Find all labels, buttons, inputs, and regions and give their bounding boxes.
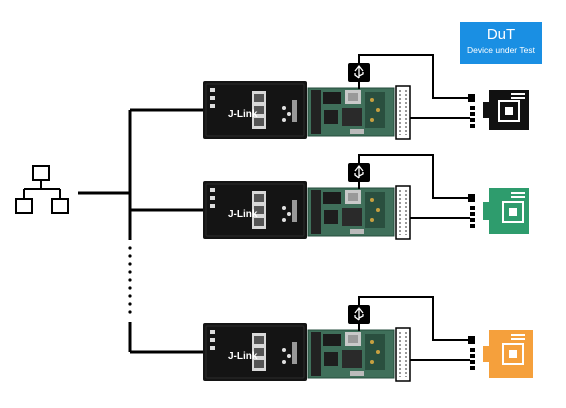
dut-board-2 [483,188,529,234]
network-hub-icon [15,165,69,214]
chip-icon [498,100,520,122]
probe-brand-label: J-Link [228,351,258,362]
dut-board-1 [483,90,529,130]
network-lines [78,108,203,354]
jlink-probe [202,154,476,240]
jlink-probe [202,296,476,382]
dut-subtitle: Device under Test [467,45,535,55]
probe-row-3: J-Link [202,296,533,382]
dut-label: DuT Device under Test [460,22,542,64]
probe-row-1: J-Link [202,54,529,140]
chip-icon [502,201,524,223]
jlink-probe [202,54,476,140]
network-ellipsis [128,246,132,314]
dut-title: DuT [486,26,516,43]
chip-icon [502,343,524,365]
probe-row-2: J-Link [202,154,529,240]
probe-brand-label: J-Link [228,109,258,120]
probe-brand-label: J-Link [228,209,258,220]
dut-board-3 [483,330,533,378]
